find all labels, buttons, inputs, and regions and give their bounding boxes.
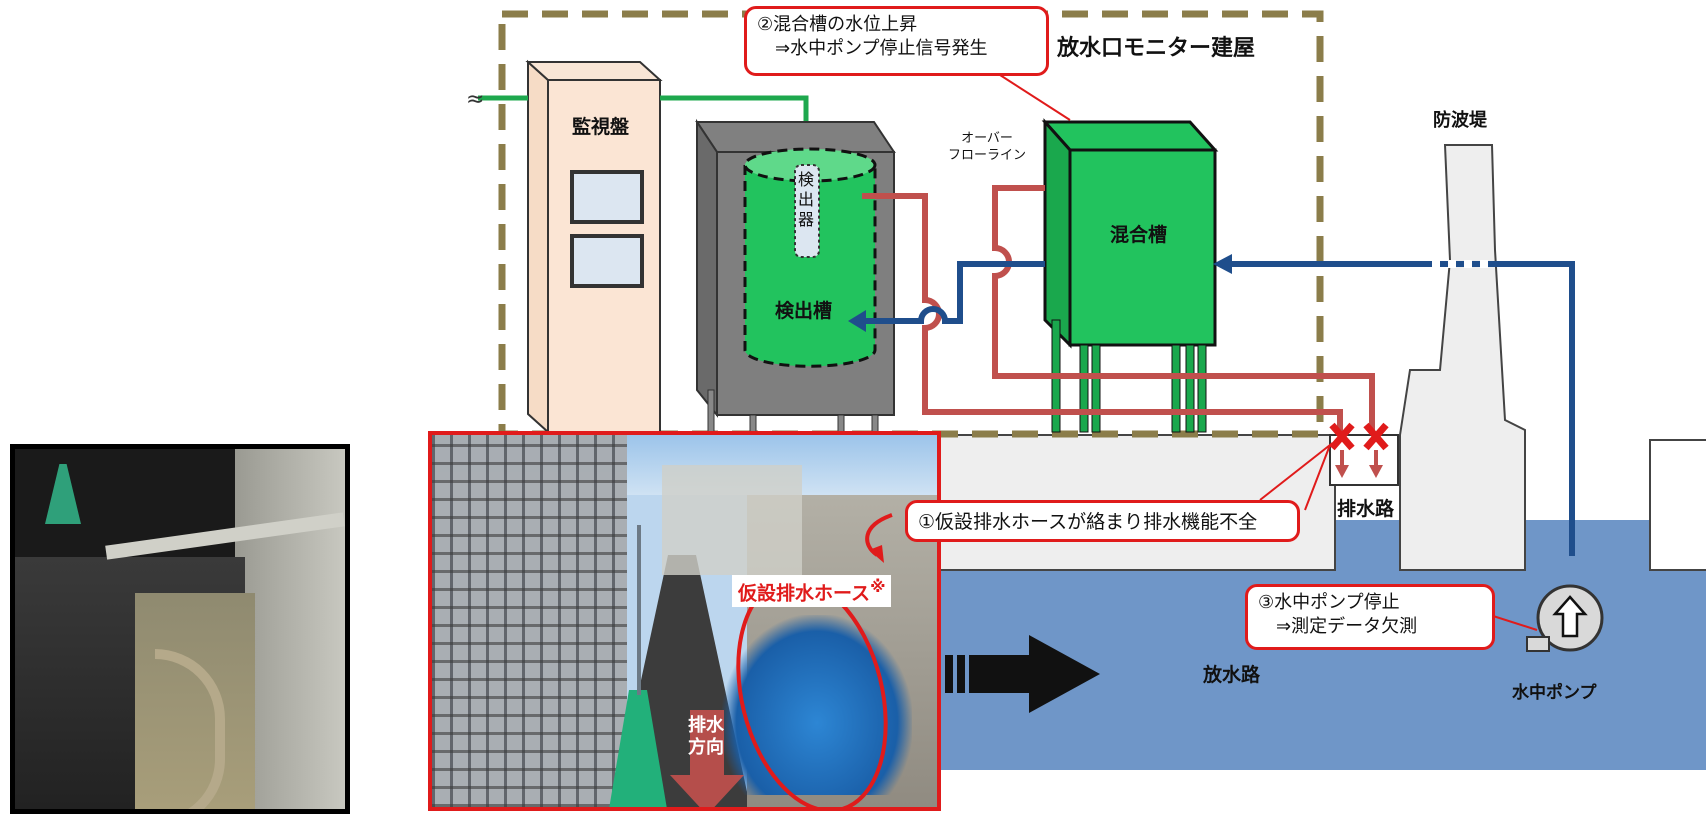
monitor-panel-top [525,61,663,81]
mixing-tank-leg [1171,344,1181,433]
mixing-tank-leg [1197,344,1207,433]
detection-box-side [696,118,718,418]
flow-arrow-icon [945,635,1100,713]
x-mark-icon [1363,422,1389,451]
photo-fence-grid [432,435,627,807]
mixing-tank-leg [1185,344,1195,433]
overflow-line-label-1: オーバー [961,131,1013,146]
temp-hose-mark: ※ [870,577,886,596]
mixing-tank [1068,148,1217,347]
photo-barrier [45,464,81,524]
detection-tank-cylinder [743,163,877,368]
callout-2-pointer [999,74,1071,121]
callout-2-line1: ②混合槽の水位上昇 [757,14,918,35]
callout-3-line1: ③水中ポンプ停止 [1258,592,1400,613]
flow-arrow-icon [848,310,866,332]
callout-2: ②混合槽の水位上昇 ⇒水中ポンプ停止信号発生 [744,6,1049,76]
supply-pipe-detection [860,261,1045,324]
overflow-line-label: オーバー フローライン [948,130,1026,164]
detection-box-top [695,121,896,153]
callout-3: ③水中ポンプ停止 ⇒測定データ欠測 [1245,584,1495,650]
mixing-tank-side [1043,118,1072,349]
mixing-tank-leg [1079,344,1089,433]
curved-arrow-head [869,545,884,563]
drain-direction-line2: 方向 [688,737,724,758]
drain-direction-line1: 排水 [688,715,724,736]
drain-arrow-icon [1335,465,1349,478]
callout-3-pointer [1489,614,1538,631]
monitor-screen-bottom [570,234,644,288]
supply-pipe-pump [1225,261,1575,556]
mixing-tank-top [1041,120,1219,152]
overflow-pipe-detection [862,193,1343,450]
drain-arrow-icon [1369,465,1383,478]
break-mark-icon: ≈ [466,87,484,112]
pump-arrow-icon [1552,595,1588,638]
detector-label: 検出器 [798,170,815,229]
callout-2-line2: ⇒水中ポンプ停止信号発生 [775,38,988,59]
hose-highlight [670,513,893,807]
detector [794,164,820,258]
detection-box-leg [707,389,715,436]
detection-tank-label: 検出槽 [775,300,833,322]
hose-photo-left [10,444,350,814]
monitor-panel-side [527,59,549,435]
drain-direction-arrow [670,710,744,807]
photo-structure [662,465,802,575]
submersible-pump-label: 水中ポンプ [1512,683,1597,703]
callout-1: ①仮設排水ホースが絡まり排水機能不全 [905,500,1300,542]
x-mark-icon [1329,422,1355,451]
right-structure [1649,439,1706,571]
pump-outlet [1526,636,1550,652]
drain-direction-label: 排水 方向 [688,715,724,759]
callout-1-pointer [1259,441,1333,511]
callout-3-line2: ⇒測定データ欠測 [1276,616,1418,637]
monitor-screen-top [570,170,644,224]
temp-hose-text: 仮設排水ホース [738,582,871,605]
temp-hose-label: 仮設排水ホース※ [732,575,892,608]
breakwater-label: 防波堤 [1433,110,1487,131]
hose-photo-main: 仮設排水ホース※ 排水 方向 [428,431,941,811]
flow-arrow-icon [1213,254,1232,274]
mixing-tank-label: 混合槽 [1110,224,1168,246]
drain-channel-label: 排水路 [1337,498,1395,520]
mixing-tank-leg [1091,344,1101,433]
breakwater-shape [1399,144,1526,571]
photo-pole [637,525,641,695]
monitor-panel-label: 監視盤 [572,116,630,138]
building-label: 放水口モニター建屋 [1057,36,1256,61]
overflow-line-label-2: フローライン [948,148,1027,163]
discharge-channel-label: 放水路 [1203,664,1261,686]
